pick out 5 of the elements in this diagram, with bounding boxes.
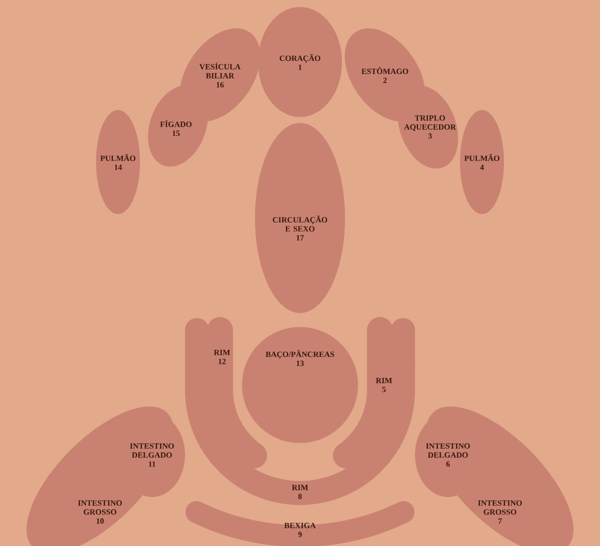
node-label: INTESTINO DELGADO	[130, 443, 174, 458]
node-label: 6	[446, 461, 450, 467]
node-label: INTESTINO DELGADO	[426, 443, 470, 458]
node-label: 11	[148, 461, 156, 467]
zone-band: BEXIGA 9	[186, 501, 414, 546]
